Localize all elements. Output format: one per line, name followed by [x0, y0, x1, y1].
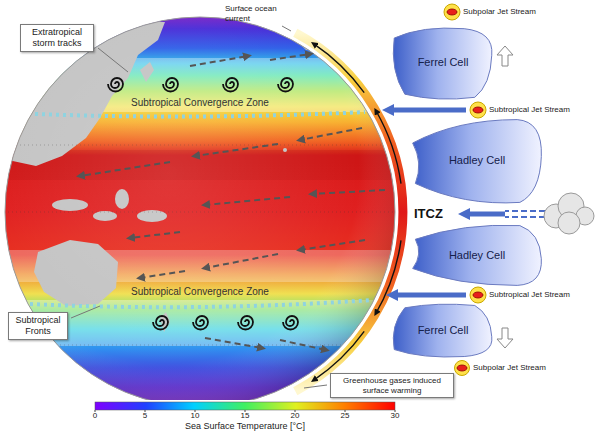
jet-stream-label: Subpolar Jet Stream: [463, 7, 536, 17]
sst-field: [0, 17, 400, 409]
wind-arrow: [205, 254, 278, 268]
circulation-cell: Hadley Cell: [410, 223, 544, 288]
jet-stream-label: Subpolar Jet Stream: [473, 363, 546, 373]
zone-label: Subtropical Convergence Zone: [110, 97, 290, 109]
itcz-label: ITCZ: [414, 206, 443, 221]
globe-outline: [5, 17, 395, 407]
wind-arrow: [140, 271, 185, 278]
itcz-arrow: [468, 212, 505, 217]
wind-arrow: [300, 240, 365, 250]
jet-arrow: [396, 293, 466, 298]
convergence-line: [30, 300, 372, 307]
colorbar-ground: [80, 400, 410, 432]
jet-arrow: [392, 108, 466, 113]
jet-core: [447, 9, 457, 15]
storm-symbol: [278, 78, 293, 92]
surface-warming-arc: [295, 33, 403, 391]
tick-label: 30: [385, 411, 405, 420]
storm-symbol: [283, 316, 298, 330]
wind-arrow: [195, 144, 278, 156]
jet-core: [473, 107, 483, 113]
jet-stream-symbol: [444, 4, 460, 20]
callout-text: Subtropical Fronts: [13, 315, 63, 337]
circulation-cell: Ferrel Cell: [390, 24, 496, 102]
wind-arrows: [80, 54, 385, 350]
cell-shape: [393, 28, 492, 99]
jet-core: [470, 287, 486, 303]
cell-name: Ferrel Cell: [418, 56, 469, 69]
storm-symbol: [153, 316, 168, 330]
tick-label: 10: [185, 411, 205, 420]
jet-core: [470, 102, 486, 118]
tick-label: 25: [335, 411, 355, 420]
storm-symbol: [223, 78, 238, 92]
jet-stream-symbol: [470, 287, 486, 303]
wind-arrow: [205, 197, 290, 205]
tick-label: 15: [235, 411, 255, 420]
circulation-cell: Ferrel Cell: [390, 302, 496, 360]
convergence-line: [35, 112, 365, 117]
leader-lines: [71, 26, 327, 388]
callout-box: Greenhouse gases induced surface warming: [330, 373, 454, 398]
callout-text: Greenhouse gases induced surface warming: [335, 376, 449, 395]
leader-line: [71, 306, 100, 318]
tick-label: 5: [135, 411, 155, 420]
jet-core: [444, 4, 460, 20]
storm-symbol: [108, 78, 123, 92]
circulation-cell: Hadley Cell: [410, 116, 544, 206]
hollow-arrow: [497, 328, 513, 348]
annotation-label: Surface ocean current: [225, 4, 287, 24]
tick-label: 20: [285, 411, 305, 420]
globe-shading: [5, 17, 395, 407]
jet-core: [455, 361, 470, 376]
wind-arrow: [280, 340, 326, 350]
cloud-symbol: [544, 193, 594, 234]
wind-arrow: [300, 128, 362, 140]
leader-line: [98, 48, 128, 72]
callout-box: Extratropical storm tracks: [20, 24, 94, 52]
jet-stream-symbol: [455, 361, 470, 376]
current-arrow: [376, 240, 401, 313]
cloud-puff: [558, 212, 580, 234]
cell-shape: [393, 304, 492, 357]
jet-stream-symbol: [470, 102, 486, 118]
cell-shape: [413, 120, 542, 203]
current-arrow: [314, 44, 365, 93]
storm-symbol: [238, 316, 253, 330]
storm-symbol: [193, 316, 208, 330]
itcz-dashed-line: [505, 216, 545, 218]
globe: [0, 17, 400, 409]
jet-core: [473, 292, 483, 298]
itcz-dashed-line: [505, 210, 545, 212]
hollow-arrow: [497, 46, 513, 66]
axis-title: Sea Surface Temperature [°C]: [120, 421, 370, 431]
cell-name: Hadley Cell: [449, 154, 505, 167]
cell-shape: [413, 225, 542, 285]
wind-arrow: [130, 232, 180, 238]
wind-arrow: [312, 190, 385, 194]
jet-core: [457, 365, 467, 371]
callout-text: Extratropical storm tracks: [25, 27, 89, 49]
wind-arrow: [190, 56, 248, 66]
wind-arrow: [80, 162, 170, 176]
callout-box: Subtropical Fronts: [8, 312, 68, 340]
storm-symbol: [163, 78, 178, 92]
jet-stream-label: Subtropical Jet Stream: [489, 105, 570, 115]
current-arrow: [376, 111, 401, 184]
jet-stream-label: Subtropical Jet Stream: [489, 290, 570, 300]
ocean-current-arrows: [314, 44, 402, 381]
leader-line: [282, 26, 291, 31]
leader-line: [304, 385, 327, 388]
colorbar: [95, 402, 395, 410]
wind-arrow: [270, 54, 310, 60]
zone-label: Subtropical Convergence Zone: [110, 286, 290, 298]
cell-name: Ferrel Cell: [418, 324, 469, 337]
cell-name: Hadley Cell: [449, 249, 505, 262]
tick-label: 0: [85, 411, 105, 420]
wind-arrow: [205, 338, 262, 348]
